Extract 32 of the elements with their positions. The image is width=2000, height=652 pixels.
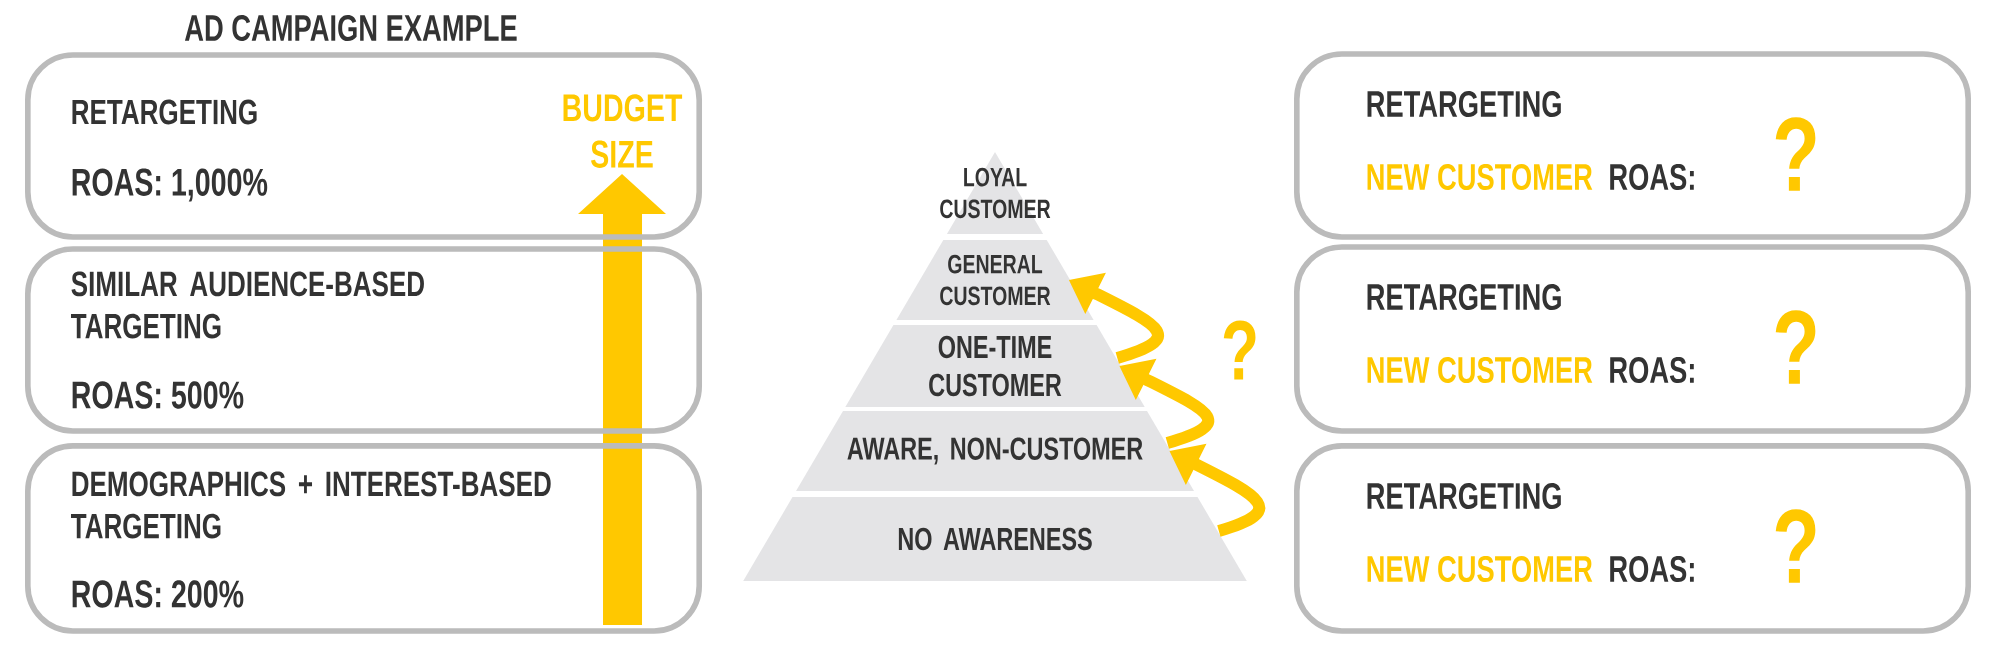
campaign-card: [1294, 51, 1972, 240]
pyramid-tier: GENERAL CUSTOMER: [896, 240, 1094, 320]
roas-value: ROAS: 500%: [72, 381, 244, 409]
highlighted-text: NEW CUSTOMER: [1367, 356, 1593, 384]
card-heading: RETARGETING: [1367, 482, 1561, 510]
roas-value: ROAS: 1,000%: [72, 168, 268, 202]
highlighted-text: NEW CUSTOMER: [1367, 555, 1593, 583]
card-heading: RETARGETING: [1367, 90, 1561, 118]
roas-label: ROAS:: [1610, 163, 1694, 191]
pyramid-tier: NO AWARENESS: [743, 497, 1247, 581]
pyramid-tier: AWARE, NON-CUSTOMER: [796, 411, 1194, 491]
pyramid-tier: ONE-TIME CUSTOMER: [845, 325, 1145, 407]
campaign-card: [25, 52, 703, 240]
question-mark: ?: [1775, 117, 1816, 191]
card-heading: DEMOGRAPHICS + INTEREST-BASED TARGETING: [71, 471, 551, 539]
card-heading: RETARGETING: [72, 99, 257, 125]
roas-value: ROAS: 200%: [72, 580, 244, 608]
question-mark: ?: [1775, 310, 1816, 384]
heading: AD CAMPAIGN EXAMPLE: [184, 14, 517, 42]
campaign-card: [25, 443, 703, 634]
budget-label: BUDGET SIZE: [563, 94, 683, 168]
question-mark: ?: [1775, 509, 1816, 583]
highlighted-text: NEW CUSTOMER: [1367, 163, 1593, 191]
campaign-card: [1294, 244, 1972, 434]
card-heading: SIMILAR AUDIENCE-BASED TARGETING: [71, 271, 424, 339]
card-heading: RETARGETING: [1367, 283, 1561, 311]
question-mark: ?: [1223, 320, 1256, 380]
campaign-card: [1294, 443, 1972, 634]
pyramid-tier: LOYAL CUSTOMER: [940, 152, 1051, 234]
roas-label: ROAS:: [1610, 555, 1694, 583]
campaign-card: [25, 246, 703, 434]
roas-label: ROAS:: [1610, 356, 1694, 384]
